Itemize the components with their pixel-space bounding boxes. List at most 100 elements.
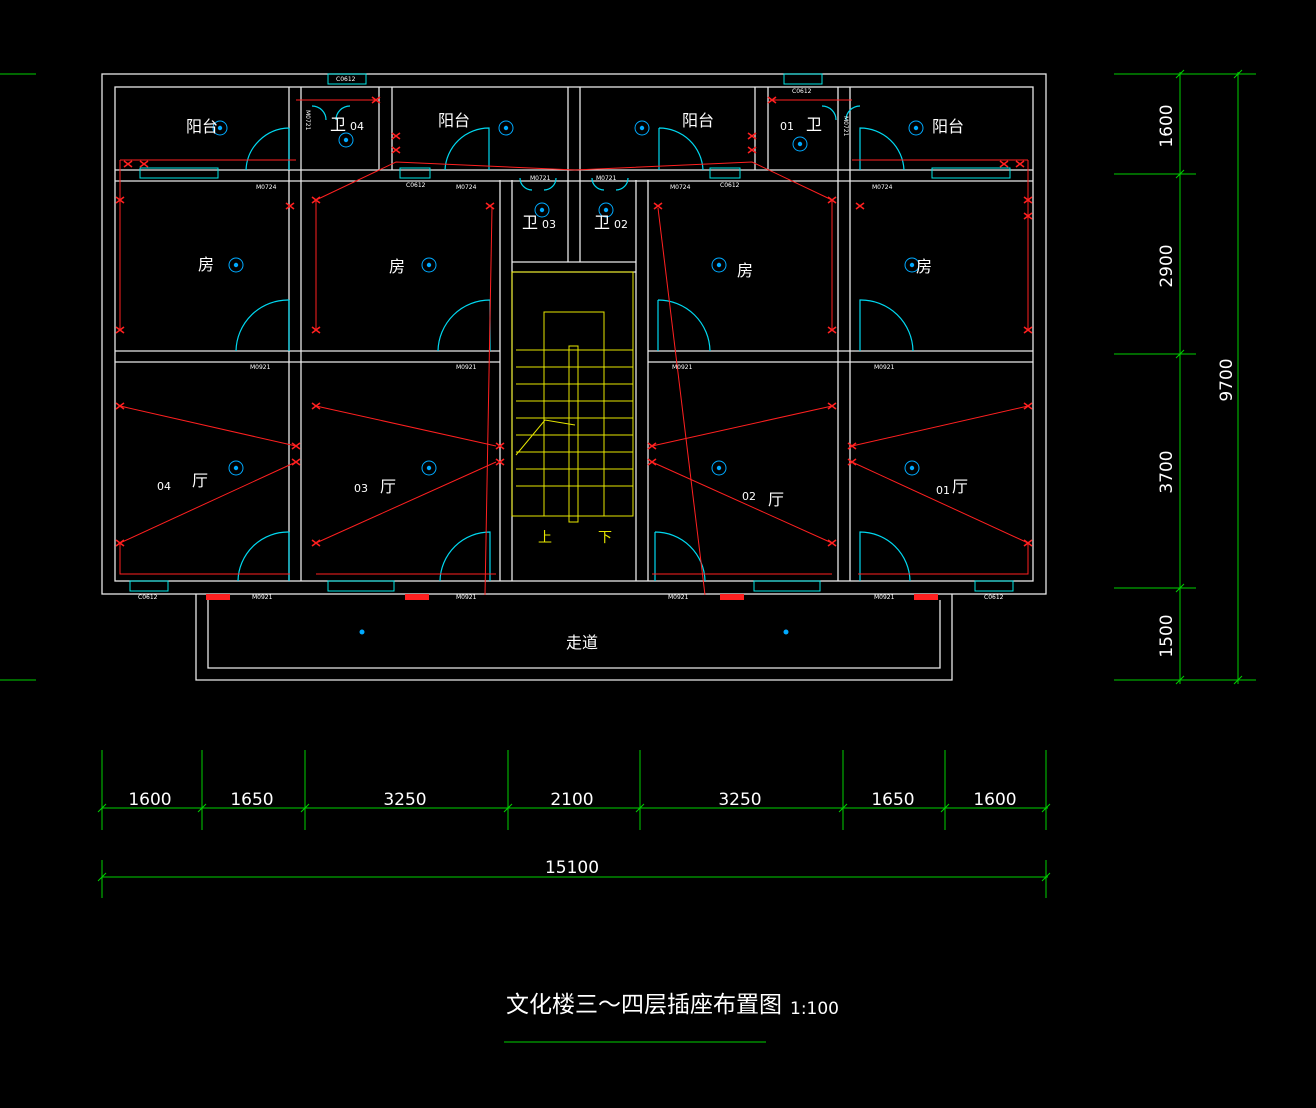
socket-wiring xyxy=(115,96,1033,600)
ceiling-light-icon xyxy=(904,257,920,273)
tag-m0721: M0721 xyxy=(842,116,849,137)
power-socket-icon xyxy=(647,442,657,450)
label-bath-03-num: 03 xyxy=(542,218,556,231)
dimension-slash xyxy=(1233,69,1243,79)
dimension-slash xyxy=(300,803,310,813)
tag-m0724: M0724 xyxy=(256,184,277,191)
dimension-slash xyxy=(97,872,107,882)
drawing-title: 文化楼三～四层插座布置图 xyxy=(506,992,782,1018)
power-socket-icon xyxy=(1023,212,1033,220)
label-hall-03: 厅 xyxy=(380,477,396,496)
ceiling-light-icon xyxy=(421,257,437,273)
power-socket-icon xyxy=(999,160,1009,168)
power-socket-icon xyxy=(391,146,401,154)
power-socket-icon xyxy=(747,132,757,140)
dimension-slash xyxy=(1041,872,1051,882)
tag-m0921: M0921 xyxy=(874,364,895,371)
power-socket-icon xyxy=(115,326,125,334)
stair xyxy=(511,271,634,523)
ceiling-light-icon xyxy=(598,202,614,218)
power-socket-icon xyxy=(827,539,837,547)
corridor-light-icon xyxy=(359,629,365,635)
power-socket-icon xyxy=(311,402,321,410)
tag-c0612: C0612 xyxy=(984,594,1004,601)
power-socket-icon xyxy=(311,539,321,547)
tag-m0921: M0921 xyxy=(456,594,477,601)
tag-m0921: M0921 xyxy=(874,594,895,601)
label-bath-01-num: 01 xyxy=(780,120,794,133)
power-socket-icon xyxy=(827,196,837,204)
ceiling-light-icon xyxy=(908,120,924,136)
power-socket-icon xyxy=(855,202,865,210)
tag-m0721: M0721 xyxy=(304,110,311,131)
tag-m0721: M0721 xyxy=(596,175,617,182)
tag-c0612: C0612 xyxy=(336,76,356,83)
ceiling-light-icon xyxy=(534,202,550,218)
label-hall-04: 厅 xyxy=(192,471,208,490)
power-socket-icon xyxy=(495,458,505,466)
dim-bottom-2: 1650 xyxy=(230,790,273,810)
label-bedroom-04: 房 xyxy=(198,255,214,274)
dimension-slash xyxy=(1175,349,1185,359)
label-bedroom-01: 房 xyxy=(916,257,932,276)
doors xyxy=(235,105,914,582)
dim-right-2: 2900 xyxy=(1157,244,1177,287)
dimension-lines xyxy=(0,69,1256,1043)
power-socket-icon xyxy=(371,96,381,104)
label-hall-02: 厅 xyxy=(768,490,784,509)
power-socket-icon xyxy=(115,402,125,410)
power-socket-icon xyxy=(291,458,301,466)
ceiling-light-icon xyxy=(212,120,228,136)
windows xyxy=(129,73,1014,592)
dim-right-3: 3700 xyxy=(1157,450,1177,493)
right-dimension-labels: 1600 2900 3700 1500 9700 xyxy=(1157,104,1237,657)
dimension-slash xyxy=(1175,69,1185,79)
label-bath-04-num: 04 xyxy=(350,120,364,133)
distribution-box-02 xyxy=(720,594,744,600)
dim-bottom-7: 1600 xyxy=(973,790,1016,810)
ceiling-light-icon xyxy=(421,460,437,476)
dimension-slash xyxy=(1233,675,1243,685)
label-stair-up: 上 xyxy=(538,530,552,546)
tag-m0724: M0724 xyxy=(456,184,477,191)
power-socket-icon xyxy=(827,326,837,334)
tag-c0612: C0612 xyxy=(720,182,740,189)
label-bath-02: 卫 xyxy=(594,213,610,232)
room-labels: 阳台 阳台 阳台 阳台 卫 04 01 卫 卫 03 卫 02 房 房 房 房 … xyxy=(157,111,968,652)
power-socket-icon xyxy=(115,539,125,547)
bottom-dimension-labels: 1600 1650 3250 2100 3250 1650 1600 15100 xyxy=(128,790,1016,878)
corridor-light-icon xyxy=(783,629,789,635)
ceiling-light-icon xyxy=(228,257,244,273)
power-socket-icon xyxy=(291,442,301,450)
distribution-box-01 xyxy=(914,594,938,600)
power-socket-icon xyxy=(653,202,663,210)
dimension-slash xyxy=(97,803,107,813)
corridor-inner-wall xyxy=(207,600,941,669)
power-socket-icon xyxy=(827,402,837,410)
ceiling-light-icon xyxy=(498,120,514,136)
dim-bottom-total: 15100 xyxy=(545,858,599,878)
tag-c0612: C0612 xyxy=(138,594,158,601)
power-socket-icon xyxy=(139,160,149,168)
power-socket-icon xyxy=(847,458,857,466)
corridor-outer-wall xyxy=(195,594,953,681)
inner-wall xyxy=(114,86,1034,582)
ceiling-light-icon xyxy=(711,460,727,476)
tag-c0612: C0612 xyxy=(406,182,426,189)
tag-m0721: M0721 xyxy=(530,175,551,182)
dim-right-4: 1500 xyxy=(1157,614,1177,657)
label-stair-down: 下 xyxy=(598,530,612,546)
dimension-slash xyxy=(635,803,645,813)
label-hall-02-num: 02 xyxy=(742,490,756,503)
label-hall-04-num: 04 xyxy=(157,480,171,493)
power-socket-icon xyxy=(847,442,857,450)
dim-bottom-6: 1650 xyxy=(871,790,914,810)
dimension-slash xyxy=(940,803,950,813)
label-bath-02-num: 02 xyxy=(614,218,628,231)
power-socket-icon xyxy=(485,202,495,210)
label-balcony-03: 阳台 xyxy=(438,111,470,130)
label-bath-03: 卫 xyxy=(522,213,538,232)
ceiling-light-icon xyxy=(228,460,244,476)
